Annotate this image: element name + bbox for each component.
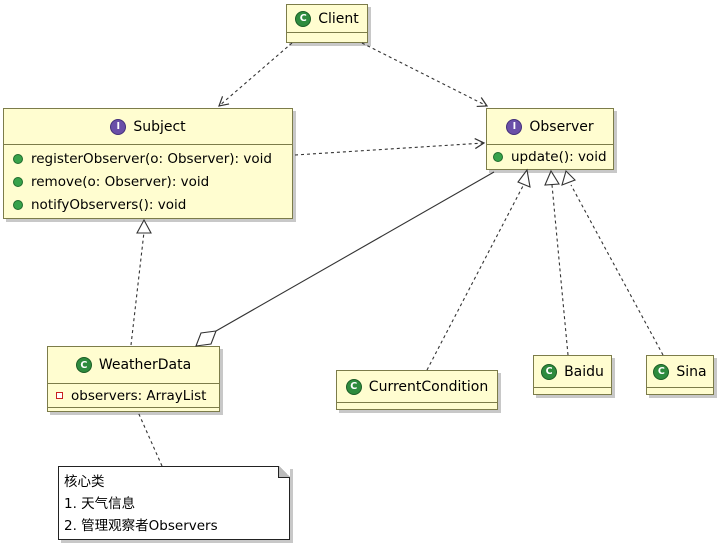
method-compartment: update(): void <box>487 144 613 168</box>
class-header: C CurrentCondition <box>337 371 497 402</box>
class-header: C Sina <box>647 356 713 387</box>
class-name: Baidu <box>564 363 604 380</box>
empty-compartment <box>337 402 497 408</box>
class-weatherdata[interactable]: C WeatherData observers: ArrayList <box>47 346 220 412</box>
method-signature: remove(o: Observer): void <box>31 173 210 190</box>
interface-observer[interactable]: I Observer update(): void <box>486 108 614 170</box>
empty-compartment <box>287 32 367 38</box>
note-line: 1. 天气信息 <box>64 496 136 512</box>
realization-head-baidu <box>544 169 560 186</box>
class-currentcondition[interactable]: C CurrentCondition <box>336 370 498 410</box>
class-name: CurrentCondition <box>368 378 489 395</box>
empty-compartment <box>647 387 713 393</box>
note-weatherdata[interactable]: 核心类 1. 天气信息 2. 管理观察者Observers <box>58 466 290 540</box>
class-sina[interactable]: C Sina <box>646 355 714 395</box>
method-signature: registerObserver(o: Observer): void <box>31 150 272 167</box>
realization-weatherdata-subject <box>130 231 145 346</box>
realization-sina-observer <box>570 184 664 356</box>
method-signature: notifyObservers(): void <box>31 196 187 213</box>
aggregation-diamond <box>195 330 217 347</box>
note-fold-corner <box>278 466 290 478</box>
class-name: Sina <box>676 363 707 380</box>
interface-subject[interactable]: I Subject registerObserver(o: Observer):… <box>3 108 293 219</box>
method-row[interactable]: update(): void <box>487 145 613 168</box>
class-icon: C <box>541 363 558 380</box>
class-header: I Subject <box>4 109 292 144</box>
realization-head-currentcondition <box>517 168 531 188</box>
field-compartment: observers: ArrayList <box>48 383 219 407</box>
realization-currentcondition-observer <box>426 183 525 371</box>
note-link <box>137 411 163 467</box>
public-method-icon <box>13 176 23 187</box>
class-name: Observer <box>529 118 594 135</box>
method-compartment: registerObserver(o: Observer): void remo… <box>4 144 292 216</box>
dependency-subject-observer <box>294 138 486 156</box>
realization-head-sina <box>561 169 576 186</box>
public-method-icon <box>493 151 503 162</box>
interface-icon: I <box>110 118 127 135</box>
method-signature: update(): void <box>511 148 607 165</box>
realization-head-subject <box>136 218 152 234</box>
class-icon: C <box>345 378 362 395</box>
note-line: 2. 管理观察者Observers <box>64 518 218 534</box>
method-row[interactable]: registerObserver(o: Observer): void <box>4 147 292 170</box>
class-header: C Client <box>287 5 367 32</box>
method-row[interactable]: notifyObservers(): void <box>4 193 292 216</box>
dependency-client-observer <box>361 42 489 108</box>
class-name: Subject <box>133 118 186 135</box>
class-header: I Observer <box>487 109 613 144</box>
empty-compartment <box>48 407 219 413</box>
class-icon: C <box>75 357 92 373</box>
class-header: C WeatherData <box>48 347 219 383</box>
public-method-icon <box>13 153 23 164</box>
class-header: C Baidu <box>534 356 611 387</box>
method-row[interactable]: remove(o: Observer): void <box>4 170 292 193</box>
class-baidu[interactable]: C Baidu <box>533 355 612 395</box>
dependency-client-subject <box>218 42 293 107</box>
public-method-icon <box>13 199 23 210</box>
class-icon: C <box>295 10 312 27</box>
empty-compartment <box>534 387 611 393</box>
class-icon: C <box>653 363 670 380</box>
note-line: 核心类 <box>64 474 105 490</box>
field-signature: observers: ArrayList <box>71 387 207 404</box>
class-name: WeatherData <box>98 357 192 373</box>
realization-baidu-observer <box>551 184 569 356</box>
class-client[interactable]: C Client <box>286 4 368 43</box>
field-row[interactable]: observers: ArrayList <box>48 384 219 407</box>
interface-icon: I <box>506 118 523 135</box>
private-field-icon <box>56 392 63 399</box>
class-name: Client <box>318 10 359 27</box>
